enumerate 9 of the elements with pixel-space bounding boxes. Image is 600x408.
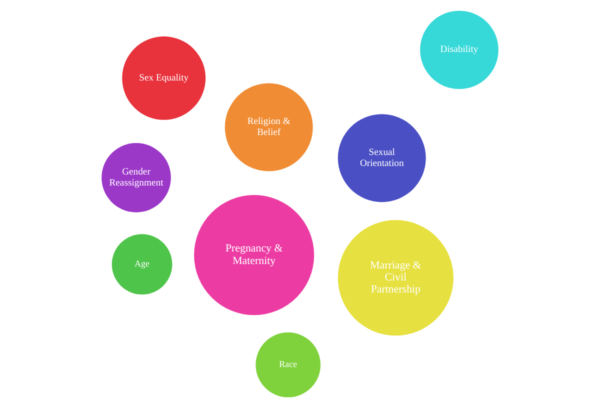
node-circle: Sex Equality — [122, 36, 206, 120]
node-circle: Disability — [420, 10, 498, 90]
node-circle: Age — [112, 234, 172, 295]
node-circle: Marriage & Civil Partnership — [338, 220, 454, 336]
node-circle: Race — [256, 332, 321, 398]
node-circle: Pregnancy & Maternity — [194, 195, 314, 316]
node-circle: Sexual Orientation — [338, 114, 426, 202]
node-circle: Gender Reassignment — [102, 143, 171, 212]
node-circle: Religion & Belief — [224, 83, 313, 172]
